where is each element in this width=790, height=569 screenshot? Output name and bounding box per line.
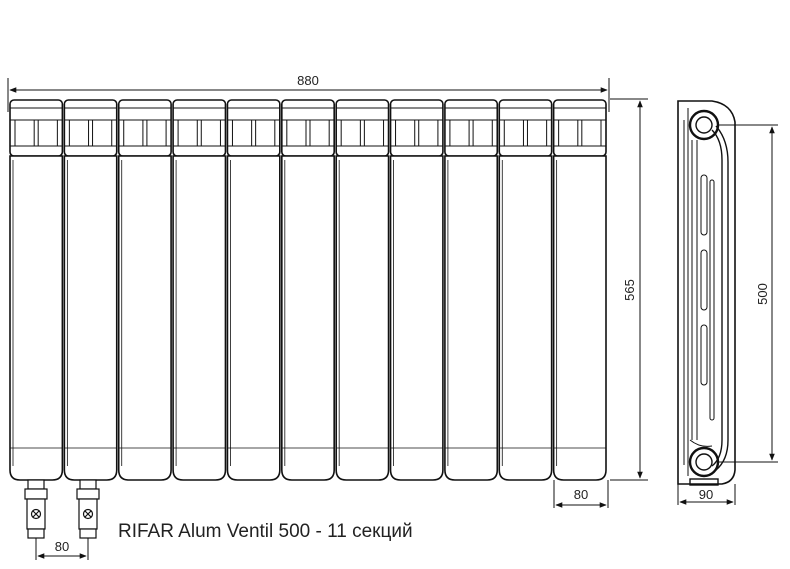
- radiator-section: [281, 99, 335, 481]
- depth-label: 90: [699, 487, 713, 502]
- width-label: 880: [297, 73, 319, 88]
- radiator-section: [9, 99, 64, 481]
- caption: RIFAR Alum Ventil 500 - 11 секций: [118, 521, 413, 542]
- radiator-section: [117, 99, 172, 481]
- top-collector-circle: [688, 109, 720, 141]
- radiator-section: [444, 99, 499, 481]
- section-width-dimension: 80: [553, 480, 609, 508]
- section-width-label: 80: [574, 487, 588, 502]
- front-view-sections: [9, 99, 607, 481]
- connection-spacing-dimension: 80: [35, 538, 89, 560]
- radiator-section: [335, 99, 390, 481]
- radiator-section: [498, 99, 553, 481]
- connection-spacing-label: 80: [55, 539, 69, 554]
- radiator-section: [226, 99, 281, 481]
- bottom-collector-circle: [688, 446, 720, 478]
- radiator-section: [172, 99, 227, 481]
- axis-distance-dimension: 500: [718, 124, 778, 463]
- valve-right: [76, 479, 100, 539]
- radiator-section: [389, 99, 444, 481]
- height-label: 565: [622, 279, 637, 301]
- radiator-section: [63, 99, 118, 481]
- width-dimension: 880: [7, 73, 610, 112]
- side-view: [677, 100, 736, 486]
- valve-left: [24, 479, 48, 539]
- bottom-valve-connections: [24, 479, 100, 539]
- radiator-section: [552, 99, 607, 481]
- axis-distance-label: 500: [755, 283, 770, 305]
- height-dimension: 565: [610, 98, 648, 481]
- depth-dimension: 90: [677, 484, 736, 505]
